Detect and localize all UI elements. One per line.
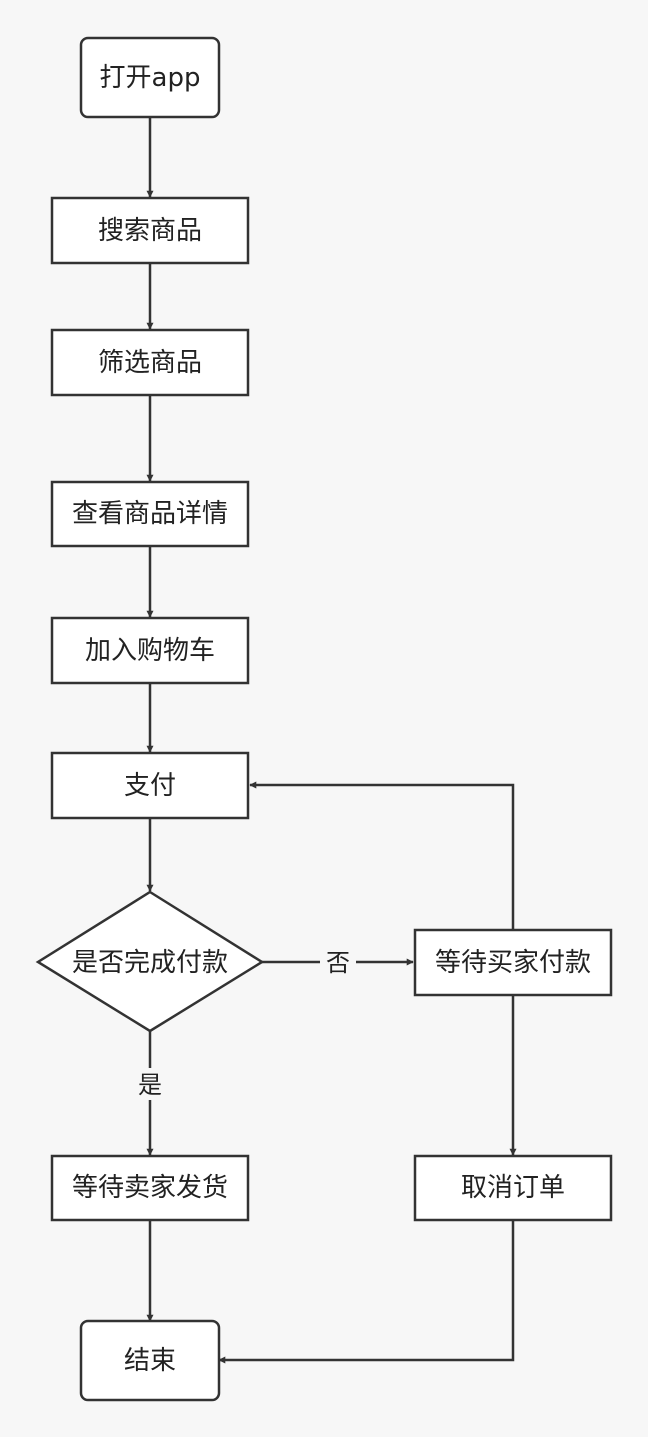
node-end: 结束 <box>79 1319 221 1402</box>
node-wait-seller-ship: 等待卖家发货 <box>50 1154 250 1222</box>
edge-label-yes-bg <box>132 1068 168 1100</box>
node-view-details-shape <box>50 480 250 548</box>
edges <box>146 117 517 1364</box>
node-pay-shape <box>50 751 250 820</box>
node-cancel-order: 取消订单 <box>413 1154 613 1222</box>
node-payment-done-shape <box>35 890 265 1033</box>
node-view-details: 查看商品详情 <box>50 480 250 548</box>
node-wait-seller-ship-label: 等待卖家发货 <box>72 1173 228 1203</box>
node-wait-buyer-payment-label: 等待买家付款 <box>435 948 591 978</box>
node-cancel-order-label: 取消订单 <box>461 1173 565 1203</box>
edge-label-yes: 是 <box>138 1071 162 1099</box>
edge-labels: 否 是 <box>132 946 356 1100</box>
node-wait-buyer-payment: 等待买家付款 <box>413 928 613 997</box>
node-cancel-order-shape <box>413 1154 613 1222</box>
node-search-goods-label: 搜索商品 <box>98 216 202 246</box>
edge-label-no: 否 <box>326 949 350 977</box>
node-filter-goods-shape <box>50 328 250 397</box>
node-wait-buyer-payment-shape <box>413 928 613 997</box>
node-view-details-label: 查看商品详情 <box>72 499 228 529</box>
edge-cancel-to-end <box>218 1220 515 1364</box>
node-wait-seller-ship-shape <box>50 1154 250 1222</box>
node-add-to-cart-shape <box>50 616 250 685</box>
node-open-app: 打开app <box>79 36 221 119</box>
edge-wait-buyer-to-pay <box>249 781 515 929</box>
node-filter-goods: 筛选商品 <box>50 328 250 397</box>
node-end-shape <box>79 1319 221 1402</box>
node-payment-done-label: 是否完成付款 <box>72 948 228 978</box>
node-filter-goods-label: 筛选商品 <box>98 348 202 378</box>
node-search-goods-shape <box>50 196 250 265</box>
node-pay: 支付 <box>50 751 250 820</box>
node-open-app-label: 打开app <box>100 63 201 93</box>
edge-label-no-bg <box>320 946 356 978</box>
node-add-to-cart-label: 加入购物车 <box>85 636 215 666</box>
node-search-goods: 搜索商品 <box>50 196 250 265</box>
node-end-label: 结束 <box>124 1346 176 1376</box>
node-add-to-cart: 加入购物车 <box>50 616 250 685</box>
node-pay-label: 支付 <box>124 771 176 801</box>
node-open-app-shape <box>79 36 221 119</box>
node-payment-done: 是否完成付款 <box>35 890 265 1033</box>
